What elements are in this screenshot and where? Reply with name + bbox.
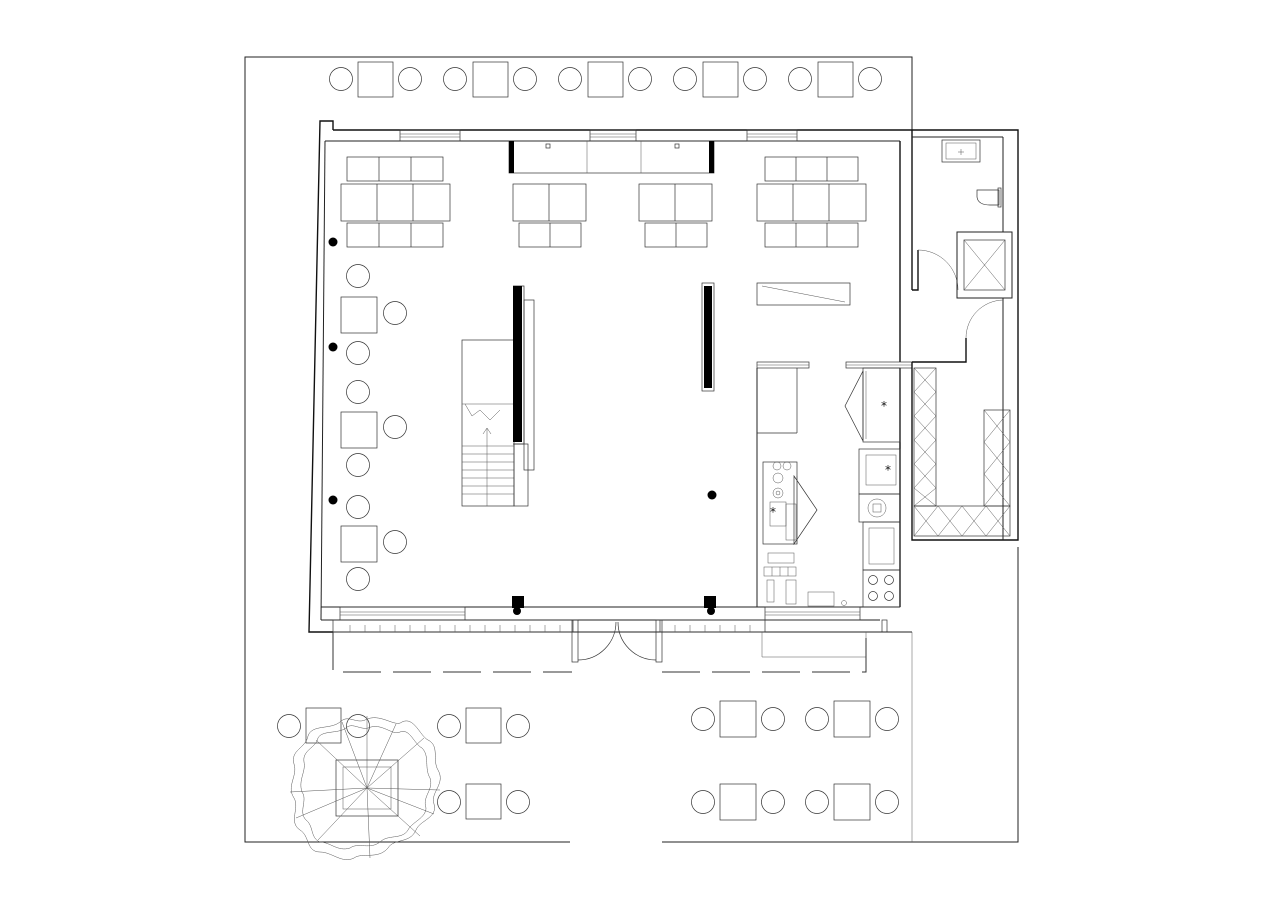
top-terrace-seating [329,61,882,98]
table-set [558,61,652,98]
table-set [691,700,785,738]
table-set [691,783,785,821]
kitchen-marker: * [885,463,891,477]
table-set [805,783,899,821]
indoor-table-group-right [756,156,867,248]
table-set [437,707,530,744]
bench [756,282,851,306]
display-counter [508,140,715,174]
kitchen-marker: * [770,505,776,519]
staircase [461,285,535,507]
kitchen-marker: * [881,399,887,413]
right-annex [911,129,1019,541]
indoor-table-group-center-right [638,183,713,248]
table-set [443,61,537,98]
front-terrace-seating [277,700,899,821]
table-set [673,61,767,98]
indoor-table-group-center-left [512,183,587,248]
table-set [437,783,530,820]
sink [941,139,981,163]
indoor-table-group-left [340,156,451,248]
table-set [805,700,899,738]
table-set [329,61,422,98]
elevator [956,231,1013,299]
site-boundary [244,56,1019,843]
entrance [332,619,912,673]
storage-shelving [913,367,1011,537]
main-hall-walls [308,120,913,633]
table-set [277,707,370,744]
structural-columns [328,237,717,615]
center-partition [701,282,715,392]
toilet [976,187,1002,208]
tree [289,716,441,860]
table-set [788,61,882,98]
left-wall-seating [340,264,407,591]
kitchen-area: * * * [756,361,913,608]
